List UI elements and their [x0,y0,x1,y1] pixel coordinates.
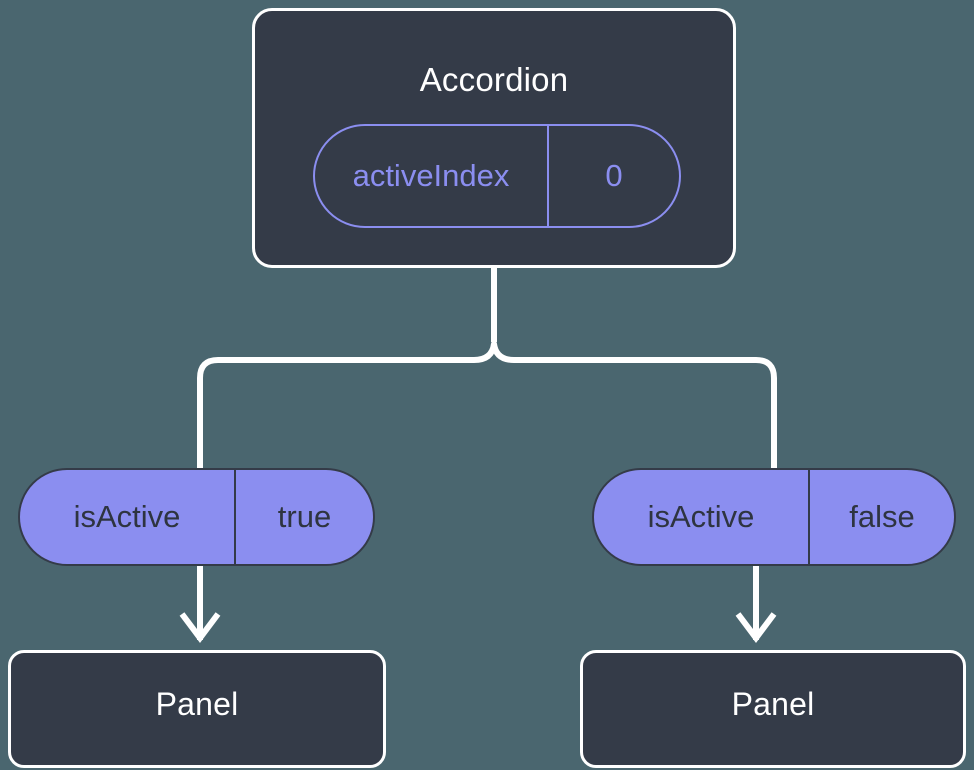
prop-pill-isactive-true[interactable]: isActive true [18,468,375,566]
prop-pill-activeindex[interactable]: activeIndex 0 [313,124,681,228]
branch-split-line [197,341,777,468]
prop-pill-isactive-false[interactable]: isActive false [592,468,956,566]
panel-node-left[interactable]: Panel [8,650,386,768]
prop-key-activeindex: activeIndex [352,158,510,193]
prop-key-isactive-right: isActive [647,499,755,534]
accordion-title: Accordion [419,61,569,98]
left-arrow-head [179,612,221,643]
prop-key-isactive-left: isActive [73,499,181,534]
panel-node-right[interactable]: Panel [580,650,966,768]
prop-value-isactive-right: false [808,470,954,564]
panel-right-title: Panel [731,686,815,722]
prop-value-isactive-left: true [234,470,373,564]
panel-left-title: Panel [155,686,239,722]
prop-value-activeindex: 0 [547,126,679,226]
accordion-node[interactable]: Accordion activeIndex 0 [252,8,736,268]
right-arrow-head [735,612,777,643]
